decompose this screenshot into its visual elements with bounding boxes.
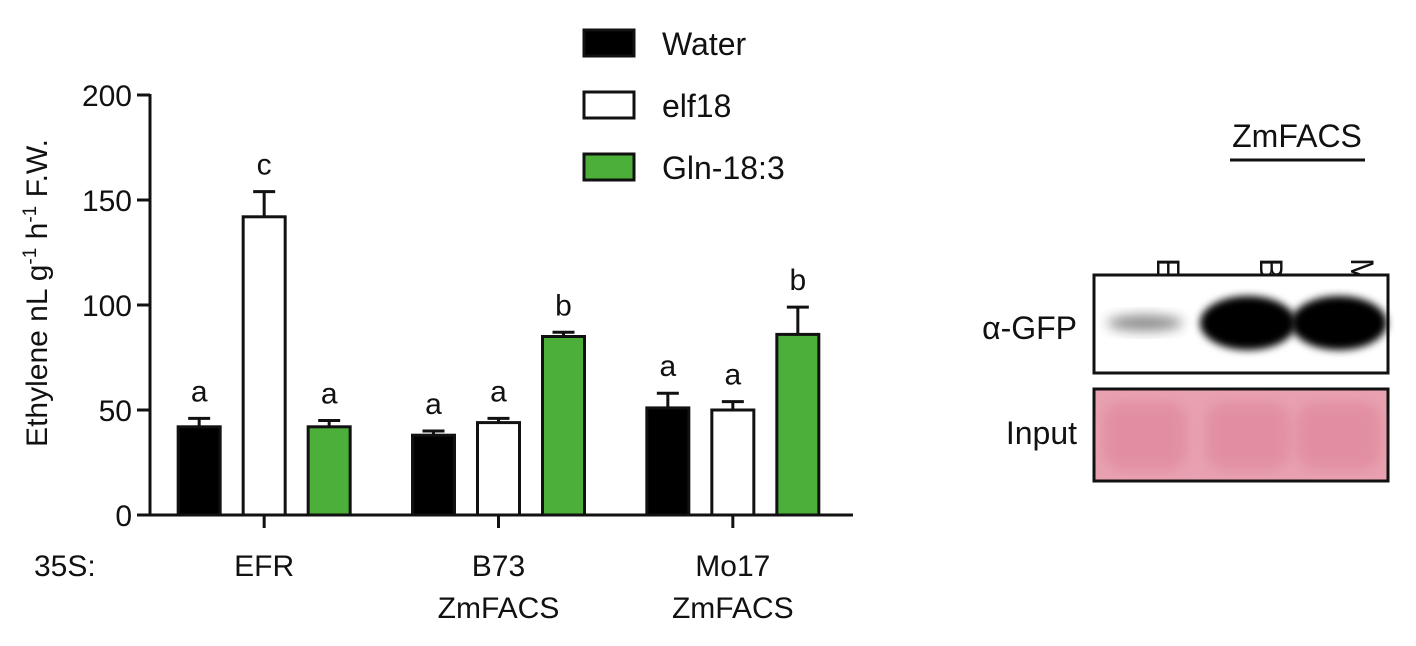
x-tick-label-line2: ZmFACS xyxy=(438,592,560,625)
significance-letter: b xyxy=(555,289,572,322)
legend-label: elf18 xyxy=(662,88,731,124)
bar xyxy=(241,215,287,517)
y-axis: 0 50 100 150 200 xyxy=(82,80,152,533)
legend-swatch xyxy=(582,90,636,120)
bar xyxy=(306,425,352,517)
blot-group-label: ZmFACS xyxy=(1232,118,1362,154)
y-axis-title-sup1: -1 xyxy=(20,248,41,265)
y-tick-label: 100 xyxy=(82,290,132,323)
legend-label: Water xyxy=(662,26,747,62)
bar xyxy=(176,425,222,517)
legend-swatch xyxy=(582,28,636,58)
significance-letter: a xyxy=(659,350,676,383)
y-axis-title-post: F.W. xyxy=(21,139,54,206)
bar xyxy=(411,433,456,517)
gfp-band xyxy=(1200,296,1296,350)
gfp-band xyxy=(1291,296,1387,350)
gfp-bands xyxy=(1107,296,1387,350)
bars: a c a a a b a a b xyxy=(176,149,821,517)
western-blot: ZmFACS EFRB73Mo17 α-GFP Input xyxy=(982,118,1390,483)
y-tick-label: 200 xyxy=(82,80,132,113)
input-lane xyxy=(1297,402,1381,470)
significance-letter: a xyxy=(191,375,208,408)
blot-row-label-gfp: α-GFP xyxy=(982,310,1077,346)
x-tick-label-line2: ZmFACS xyxy=(672,592,794,625)
input-lanes xyxy=(1103,402,1381,470)
gfp-blot-panel xyxy=(1092,273,1390,375)
significance-letter: a xyxy=(490,375,507,408)
legend-label: Gln-18:3 xyxy=(662,150,785,186)
y-axis-title-pre: Ethylene nL g xyxy=(21,265,54,447)
y-axis-title-sup2: -1 xyxy=(20,206,41,223)
y-tick-label: 0 xyxy=(115,500,132,533)
y-axis-title-mid: h xyxy=(21,223,54,248)
construct-prefix: 35S: xyxy=(34,550,96,583)
significance-letter: c xyxy=(257,149,272,182)
x-tick-label: Mo17 xyxy=(695,550,770,583)
bar xyxy=(775,332,821,517)
y-axis-title: Ethylene nL g-1 h-1 F.W. xyxy=(20,139,54,447)
bar xyxy=(645,406,691,517)
x-axis xyxy=(149,513,853,528)
bar xyxy=(541,335,586,517)
input-lane xyxy=(1103,402,1187,470)
y-tick-label: 150 xyxy=(82,185,132,218)
legend-swatch xyxy=(582,152,636,182)
input-blot-panel xyxy=(1092,387,1390,483)
gfp-band xyxy=(1107,315,1183,331)
significance-letter: a xyxy=(321,378,338,411)
blot-row-label-input: Input xyxy=(1006,415,1077,451)
significance-letter: a xyxy=(724,359,741,392)
input-lane xyxy=(1206,402,1290,470)
x-tick-label: EFR xyxy=(234,550,294,583)
x-tick-label: B73 xyxy=(472,550,525,583)
bar xyxy=(476,421,521,517)
y-tick-label: 50 xyxy=(99,395,132,428)
significance-letter: b xyxy=(789,264,806,297)
significance-letter: a xyxy=(425,388,442,421)
bar xyxy=(710,408,756,517)
